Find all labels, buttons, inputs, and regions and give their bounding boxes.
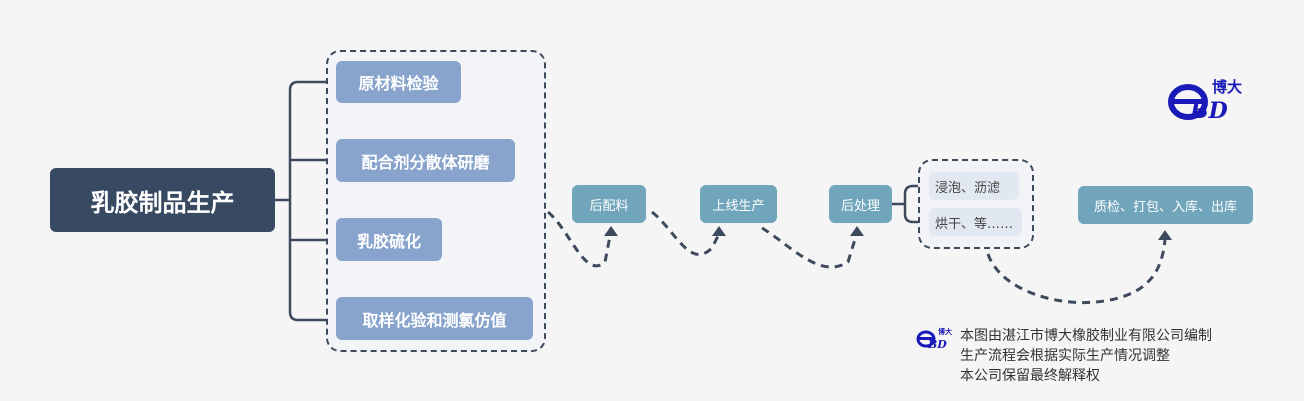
- root-node[interactable]: 乳胶制品生产: [50, 168, 275, 232]
- node-dispersion-grinding[interactable]: 配合剂分散体研磨: [336, 139, 515, 182]
- sub-tree-lines: [892, 184, 930, 224]
- svg-text:BD: BD: [1189, 98, 1228, 122]
- svg-text:博大: 博大: [1212, 78, 1242, 96]
- logo-icon: BD 博大: [1168, 78, 1242, 122]
- arrowhead: [850, 226, 864, 236]
- node-material-inspection[interactable]: 原材料检验: [336, 61, 461, 103]
- note-line: 本图由湛江市博大橡胶制业有限公司编制: [960, 328, 1212, 344]
- step-line-production[interactable]: 上线生产: [700, 185, 777, 223]
- arrowhead: [604, 226, 618, 236]
- svg-text:博大: 博大: [938, 327, 952, 336]
- arrow-4: [986, 239, 1167, 305]
- logo-icon: BD 博大: [916, 327, 952, 350]
- node-sampling-testing[interactable]: 取样化验和测氯仿值: [336, 297, 533, 340]
- arrowhead: [712, 226, 726, 236]
- node-latex-vulcanization[interactable]: 乳胶硫化: [336, 218, 442, 261]
- node-soak-leach[interactable]: 浸泡、沥滤: [929, 172, 1019, 200]
- step-post-compounding[interactable]: 后配料: [572, 185, 646, 223]
- copyright-note: 本图由湛江市博大橡胶制业有限公司编制 生产流程会根据实际生产情况调整 本公司保留…: [960, 326, 1212, 386]
- arrowhead: [1158, 230, 1172, 240]
- step-final-qc-pack[interactable]: 质检、打包、入库、出库: [1078, 186, 1253, 224]
- arrow-2: [651, 210, 720, 256]
- arrow-3: [761, 226, 858, 269]
- company-logo: BD 博大: [1168, 72, 1248, 122]
- step-post-treatment[interactable]: 后处理: [829, 185, 892, 223]
- note-line: 生产流程会根据实际生产情况调整: [960, 348, 1170, 364]
- note-line: 本公司保留最终解释权: [960, 368, 1100, 384]
- tree-lines: [275, 80, 336, 322]
- node-dry-etc[interactable]: 烘干、等……: [929, 208, 1022, 236]
- svg-text:BD: BD: [927, 338, 947, 350]
- small-logo: BD 博大: [916, 324, 956, 350]
